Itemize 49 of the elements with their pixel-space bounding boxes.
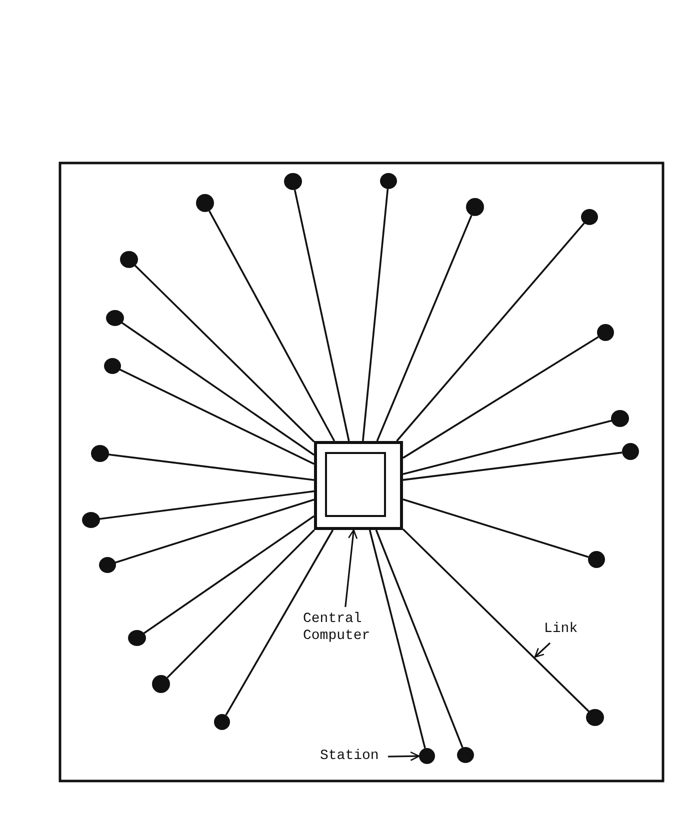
link-line — [98, 490, 314, 520]
station-dot — [597, 324, 614, 341]
link-line — [166, 529, 315, 678]
leader-arrow — [388, 751, 420, 762]
station-dot — [128, 630, 146, 646]
link-line — [402, 336, 599, 459]
link-line — [368, 530, 426, 748]
station-dot — [104, 358, 121, 374]
link-line — [375, 530, 464, 748]
station-dot — [106, 310, 124, 326]
station-dot — [284, 173, 302, 190]
text-label: Link — [544, 621, 584, 638]
link-line — [208, 210, 336, 442]
station-dot — [457, 747, 474, 763]
link-line — [402, 420, 612, 475]
station-dot — [588, 551, 605, 568]
link-line — [225, 530, 334, 716]
station-dot — [214, 714, 230, 730]
link-line — [121, 322, 315, 456]
link-line — [143, 515, 315, 634]
station-dot — [196, 194, 214, 212]
link-line — [294, 190, 350, 442]
station-dot — [466, 198, 484, 216]
station-dot — [581, 209, 598, 225]
station-dot — [380, 173, 397, 189]
link-line — [402, 498, 589, 558]
station-dot — [419, 748, 435, 764]
station-dot — [99, 557, 116, 573]
link-line — [119, 368, 314, 465]
link-line — [134, 264, 315, 442]
computer-box — [314, 441, 403, 530]
link-line — [396, 222, 585, 442]
link-line — [402, 528, 590, 712]
link-line — [108, 454, 314, 481]
station-dot — [622, 443, 639, 460]
station-dot — [152, 675, 170, 693]
link-line — [114, 498, 314, 564]
station-dot — [611, 410, 629, 427]
text-label: Station — [320, 748, 384, 765]
station-dot — [120, 251, 138, 268]
link-line — [402, 452, 622, 481]
station-dot — [586, 709, 604, 726]
station-dot — [82, 512, 100, 528]
text-label: Central Computer — [303, 611, 383, 645]
leader-arrow — [344, 529, 358, 608]
leader-arrow — [534, 642, 551, 658]
link-line — [362, 188, 389, 442]
link-line — [376, 214, 472, 442]
station-dot — [91, 445, 109, 462]
